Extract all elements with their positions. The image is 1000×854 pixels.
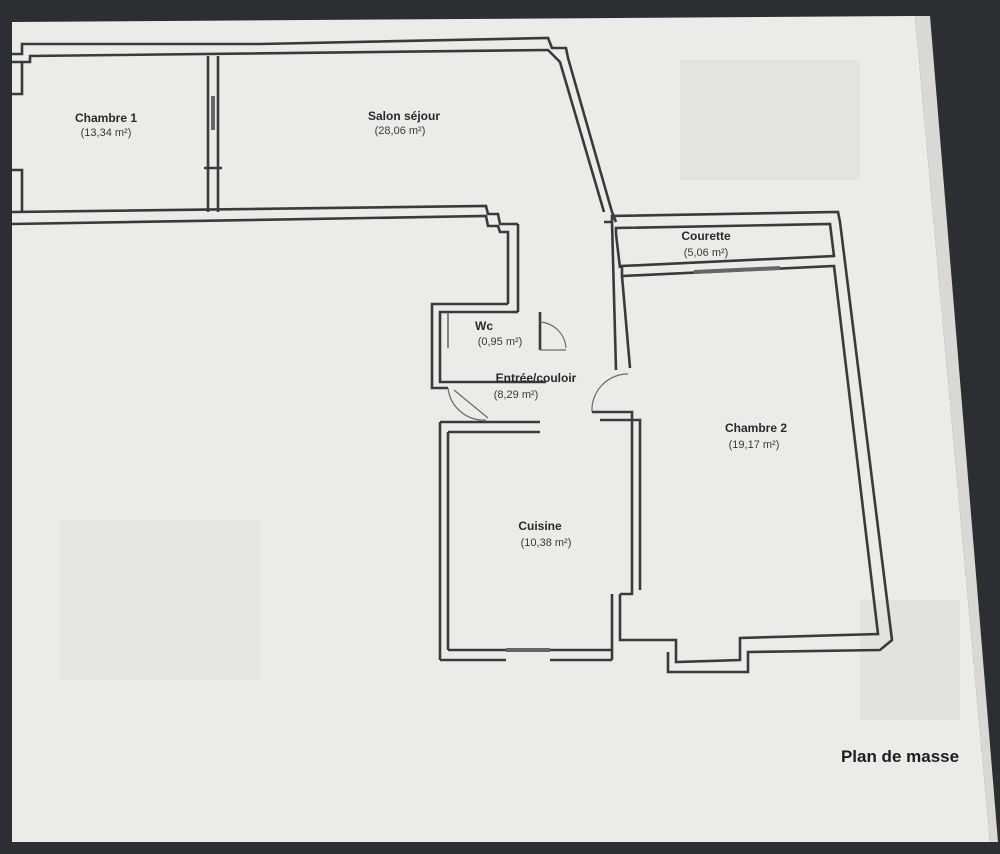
- room-area: (28,06 m²): [375, 125, 426, 137]
- room-area: (0,95 m²): [478, 336, 523, 348]
- walls: [11, 36, 894, 674]
- room-label-cuisine: Cuisine (10,38 m²): [518, 519, 571, 549]
- room-area: (5,06 m²): [684, 247, 729, 259]
- doors: [447, 321, 629, 421]
- room-area: (19,17 m²): [729, 439, 780, 451]
- room-name: Entrée/couloir: [496, 371, 577, 385]
- room-name: Salon séjour: [368, 109, 440, 123]
- room-area: (13,34 m²): [81, 127, 132, 139]
- room-label-chambre-2: Chambre 2 (19,17 m²): [725, 421, 787, 451]
- plan-caption: Plan de masse: [841, 747, 959, 766]
- bleed-through-block: [680, 60, 860, 180]
- room-area: (8,29 m²): [494, 389, 539, 401]
- room-area: (10,38 m²): [521, 537, 572, 549]
- room-name: Chambre 1: [75, 111, 137, 125]
- paper-shadow: [915, 16, 998, 842]
- room-label-chambre-1: Chambre 1 (13,34 m²): [75, 111, 137, 139]
- room-name: Cuisine: [518, 519, 562, 533]
- room-label-entree-couloir: Entrée/couloir (8,29 m²): [494, 371, 577, 401]
- room-label-salon-sejour: Salon séjour (28,06 m²): [368, 109, 440, 137]
- bleed-through-block: [60, 520, 260, 680]
- room-label-wc: Wc (0,95 m²): [475, 319, 522, 348]
- room-name: Chambre 2: [725, 421, 787, 435]
- room-name: Courette: [681, 229, 731, 243]
- room-name: Wc: [475, 319, 493, 333]
- room-label-courette: Courette (5,06 m²): [681, 229, 731, 259]
